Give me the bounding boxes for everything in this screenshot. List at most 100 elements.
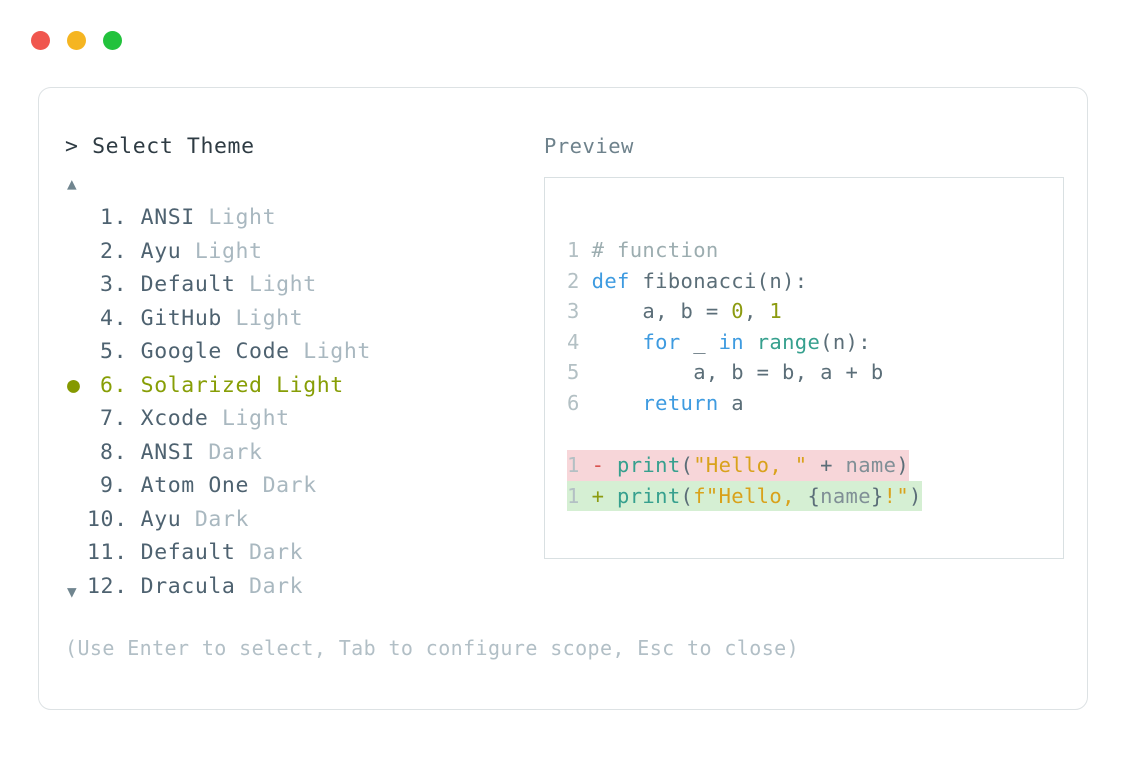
diff-token: ) (909, 483, 922, 508)
code-token (744, 330, 757, 354)
theme-list-item[interactable]: 9. Atom One Dark (65, 469, 535, 503)
diff-sample: 1- print("Hello, " + name)1+ print(f"Hel… (567, 450, 922, 511)
diff-token: } (870, 483, 884, 508)
theme-item-variant: Dark (249, 573, 304, 599)
theme-list-item[interactable]: 3. Default Light (65, 268, 535, 302)
diff-token: name (845, 453, 897, 477)
diff-sign: - (591, 453, 618, 477)
theme-item-text: 7. Xcode Light (87, 402, 290, 436)
theme-item-variant: Dark (262, 473, 317, 498)
theme-item-text: 11. Default Dark (87, 536, 303, 570)
code-token: (n): (756, 268, 808, 293)
code-line: 5 a, b = b, a + b (567, 357, 884, 388)
diff-token: f"Hello, (693, 483, 808, 508)
theme-item-variant: Light (208, 205, 277, 230)
theme-list-item[interactable]: 8. ANSI Dark (65, 436, 535, 470)
code-token: 1 (769, 299, 783, 323)
theme-list-item[interactable]: 11. Default Dark (65, 536, 535, 570)
diff-added-line: 1+ print(f"Hello, {name}!") (567, 480, 922, 511)
code-token: a, b = b, a + b (591, 360, 884, 384)
diff-line-number: 1 (567, 483, 580, 508)
window-maximize-button[interactable] (103, 31, 122, 50)
code-token: def (591, 268, 643, 293)
prompt-caret-icon: > (65, 134, 79, 159)
theme-item-name: Ayu (127, 238, 195, 264)
theme-item-name: Solarized (127, 372, 277, 398)
theme-item-index: 5. (100, 339, 128, 364)
scroll-down-arrow-icon[interactable]: ▼ (67, 582, 77, 601)
theme-item-variant: Dark (249, 540, 304, 565)
theme-item-index: 8. (100, 439, 128, 465)
theme-item-text: 6. Solarized Light (87, 369, 344, 403)
diff-token: !" (883, 483, 910, 508)
theme-item-index: 7. (100, 406, 128, 431)
theme-item-index: 6. (100, 372, 128, 398)
theme-item-variant: Dark (194, 506, 250, 532)
code-token: # function (591, 238, 719, 262)
code-line-number: 5 (567, 360, 580, 384)
diff-token: { (807, 483, 821, 508)
code-line: 1 # function (567, 235, 884, 266)
code-token: range (756, 329, 821, 354)
code-line-number: 1 (567, 238, 580, 262)
theme-item-variant: Dark (208, 439, 263, 465)
theme-item-index: 3. (100, 272, 128, 297)
code-token: (n): (820, 329, 871, 354)
theme-item-index: 9. (100, 473, 128, 498)
scroll-up-arrow-icon[interactable]: ▲ (67, 174, 77, 193)
diff-token: ) (896, 453, 910, 477)
theme-item-text: 9. Atom One Dark (87, 469, 317, 503)
diff-token: ( (680, 483, 694, 508)
code-line-number: 6 (567, 390, 580, 415)
theme-list-item[interactable]: 2. Ayu Light (65, 235, 535, 269)
diff-token: print (617, 483, 681, 508)
code-token: , (743, 299, 770, 323)
diff-removed-line: 1- print("Hello, " + name) (567, 450, 910, 481)
theme-list-item[interactable]: 7. Xcode Light (65, 402, 535, 436)
theme-item-variant: Light (303, 339, 371, 364)
window-minimize-button[interactable] (67, 31, 86, 50)
theme-list-item[interactable]: 5. Google Code Light (65, 335, 535, 369)
theme-item-variant: Light (194, 238, 263, 264)
theme-list-item[interactable]: 4. GitHub Light (65, 302, 535, 336)
code-line: 4 for _ in range(n): (567, 327, 884, 358)
code-token (592, 391, 643, 415)
theme-item-text: 2. Ayu Light (87, 235, 263, 269)
theme-item-index: 10. (87, 506, 128, 532)
theme-item-index: 2. (100, 238, 128, 264)
theme-item-text: 12. Dracula Dark (87, 570, 303, 604)
theme-list-item[interactable]: 10. Ayu Dark (65, 503, 535, 537)
code-token (592, 330, 643, 354)
theme-item-index: 1. (100, 205, 128, 230)
page-title-text: Select Theme (92, 134, 255, 159)
selected-bullet-icon: ● (67, 372, 81, 398)
code-line-number: 3 (567, 299, 580, 323)
code-token: _ (680, 329, 719, 354)
window-close-button[interactable] (31, 31, 50, 50)
code-line-number: 4 (567, 329, 580, 354)
theme-item-name: Dracula (127, 573, 250, 599)
code-line: 3 a, b = 0, 1 (567, 296, 884, 327)
theme-item-variant: Light (235, 305, 304, 331)
theme-item-text: 5. Google Code Light (87, 335, 371, 369)
theme-item-name: Atom One (127, 473, 263, 498)
diff-token: ( (680, 453, 694, 477)
theme-list-item[interactable]: ●6. Solarized Light (65, 369, 535, 403)
theme-item-name: GitHub (127, 305, 236, 331)
theme-item-name: ANSI (127, 205, 209, 230)
theme-item-variant: Light (221, 406, 290, 431)
code-token: return (642, 390, 719, 415)
theme-item-variant: Light (249, 272, 317, 297)
diff-token: print (617, 453, 681, 477)
theme-list-item[interactable]: 12. Dracula Dark (65, 570, 535, 604)
theme-item-index: 12. (87, 573, 128, 599)
diff-sign: + (591, 483, 618, 508)
theme-item-name: Xcode (127, 406, 222, 431)
code-token: a, b = (591, 299, 732, 323)
prompt-line: > Select Theme (65, 134, 255, 159)
theme-list-item[interactable]: 1. ANSI Light (65, 201, 535, 235)
